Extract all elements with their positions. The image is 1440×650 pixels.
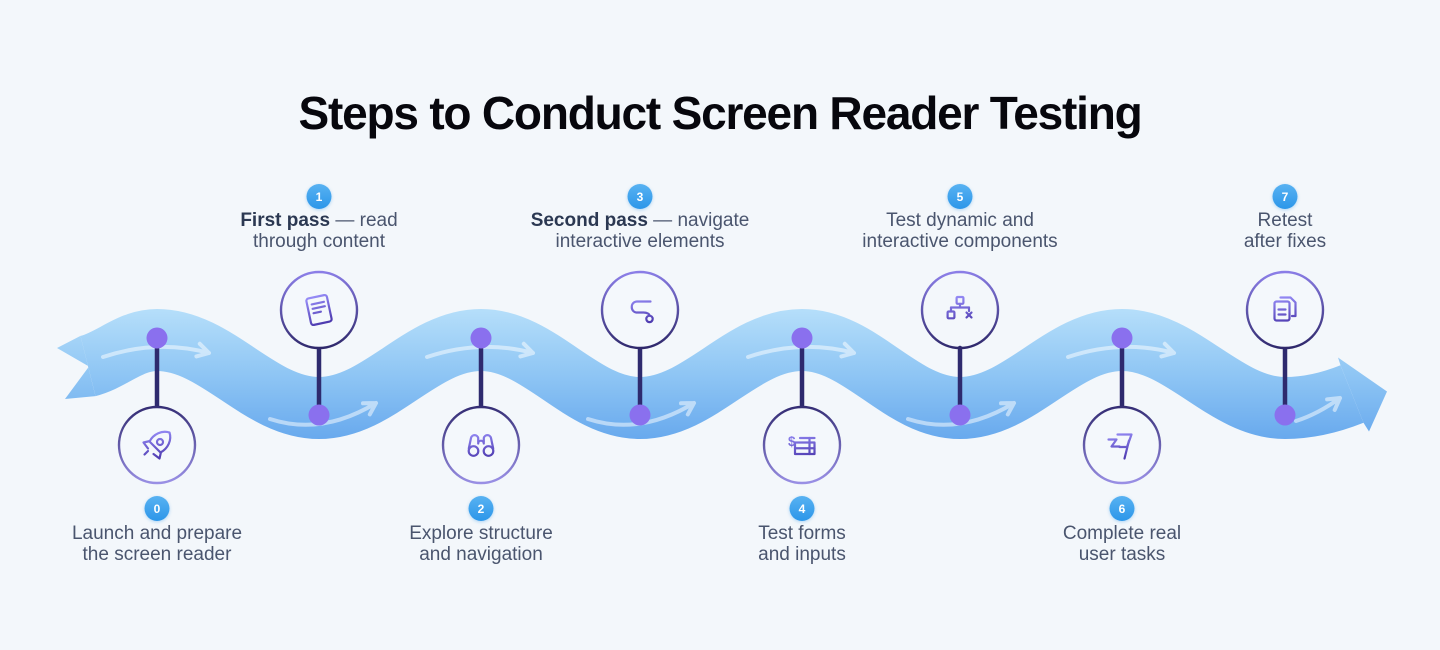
timeline-dot bbox=[629, 404, 651, 426]
step-label: First pass — read through content bbox=[240, 210, 398, 252]
step-label: Test dynamic and interactive components bbox=[862, 210, 1058, 252]
page-title: Steps to Conduct Screen Reader Testing bbox=[298, 87, 1142, 139]
connector-lines bbox=[154, 335, 1288, 418]
flag-icon bbox=[1107, 433, 1133, 460]
step-label: Test forms and inputs bbox=[758, 523, 846, 565]
sitemap-x-icon bbox=[946, 295, 973, 320]
timeline-dot bbox=[146, 327, 168, 349]
step-number-badge: 0 bbox=[144, 496, 170, 521]
step-label: Retest after fixes bbox=[1243, 210, 1327, 252]
step-number-badge: 5 bbox=[947, 184, 973, 209]
wave-arrowhead bbox=[1338, 357, 1387, 432]
step-label: Second pass — navigate interactive eleme… bbox=[530, 210, 750, 252]
step-label: Launch and prepare the screen reader bbox=[71, 523, 243, 565]
flow-arrow-icon bbox=[1294, 396, 1342, 423]
binoculars-icon bbox=[467, 434, 495, 457]
wave-tail bbox=[57, 335, 96, 399]
step-number-badge: 4 bbox=[789, 496, 815, 521]
timeline-dot bbox=[1274, 404, 1296, 426]
timeline-dot bbox=[949, 404, 971, 426]
step-number-badge: 2 bbox=[468, 496, 494, 521]
route-icon bbox=[630, 300, 654, 324]
step-0-icon-circle bbox=[117, 405, 197, 485]
timeline-dot bbox=[470, 327, 492, 349]
step-number-badge: 6 bbox=[1109, 496, 1135, 521]
step-number-badge: 7 bbox=[1272, 184, 1298, 209]
step-4-icon-circle: $ bbox=[762, 405, 842, 485]
step-6-icon-circle bbox=[1082, 405, 1162, 485]
rocket-icon bbox=[142, 430, 172, 460]
step-2-icon-circle bbox=[441, 405, 521, 485]
step-3-icon-circle bbox=[600, 270, 680, 350]
form-dollar-icon: $ bbox=[788, 434, 816, 456]
document-icon bbox=[305, 293, 333, 327]
step-label: Explore structure and navigation bbox=[409, 523, 553, 565]
step-5-icon-circle bbox=[920, 270, 1000, 350]
step-1-icon-circle bbox=[279, 270, 359, 350]
step-number-badge: 1 bbox=[306, 184, 332, 209]
step-number-badge: 3 bbox=[627, 184, 653, 209]
timeline-dots bbox=[146, 327, 1296, 426]
timeline-dot bbox=[308, 404, 330, 426]
step-7-icon-circle bbox=[1245, 270, 1325, 350]
timeline-dot bbox=[1111, 327, 1133, 349]
copy-documents-icon bbox=[1273, 296, 1297, 322]
timeline-dot bbox=[791, 327, 813, 349]
step-label: Complete real user tasks bbox=[1062, 523, 1182, 565]
svg-text:$: $ bbox=[788, 434, 796, 449]
